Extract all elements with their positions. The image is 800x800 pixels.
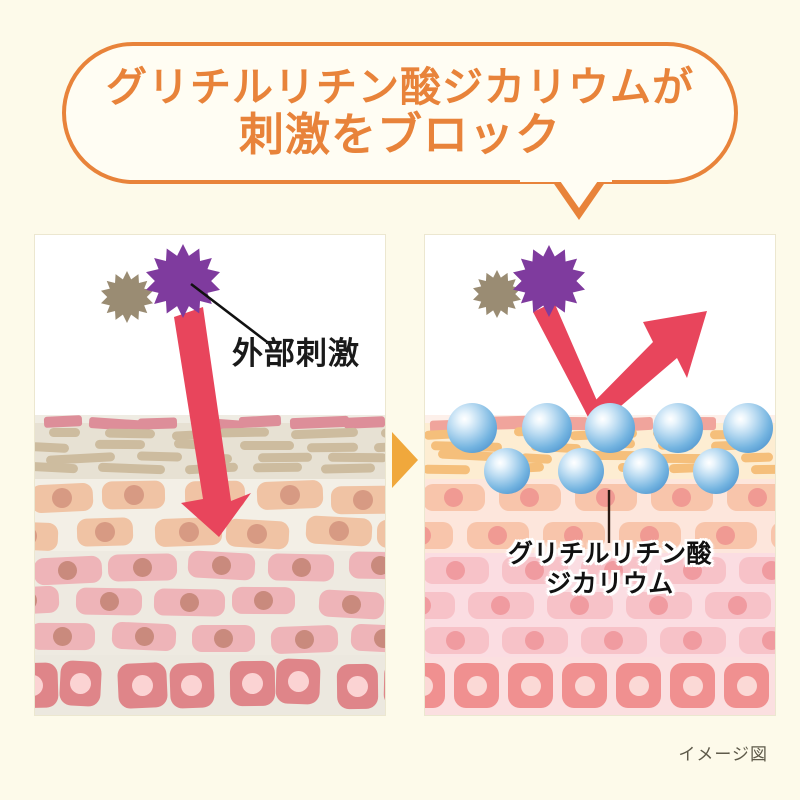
granular-nucleus [95, 522, 116, 543]
granular-nucleus [123, 485, 144, 506]
spinous-nucleus [295, 629, 315, 649]
basal-nucleus [520, 675, 541, 696]
spinous-nucleus [133, 558, 153, 578]
basal-nucleus [287, 670, 309, 692]
granular-nucleus [353, 489, 374, 510]
basal-nucleus [628, 675, 649, 696]
basal-nucleus [736, 675, 757, 696]
basal-nucleus [347, 675, 369, 697]
granular-nucleus [488, 526, 508, 545]
glycyrrhizin-sphere [623, 448, 669, 494]
deflected-stimulus-arrow [533, 302, 707, 429]
granular-nucleus [672, 488, 692, 507]
spinous-nucleus [214, 628, 234, 648]
glycyrrhizin-sphere [585, 403, 635, 453]
spinous-nucleus [683, 561, 703, 580]
granular-nucleus [520, 488, 540, 507]
spinous-nucleus [728, 596, 748, 615]
stimulus-penetration-arrow [174, 307, 251, 537]
granular-nucleus [425, 526, 432, 545]
basal-nucleus [242, 673, 264, 695]
basal-nucleus [682, 675, 703, 696]
after-panel [424, 234, 776, 716]
glycyrrhizin-sphere [558, 448, 604, 494]
spinous-nucleus [373, 628, 385, 648]
glycyrrhizin-label-line-2: ジカリウム [546, 569, 674, 598]
granular-cell [770, 522, 775, 549]
granular-nucleus [35, 525, 38, 546]
spinous-nucleus [604, 631, 624, 650]
glycyrrhizin-label: グリチルリチン酸 ジカリウム [508, 540, 712, 599]
headline-speech-bubble [62, 42, 738, 184]
image-disclaimer-note: イメージ図 [678, 745, 768, 764]
process-arrow-icon [392, 432, 418, 488]
spinous-nucleus [179, 592, 199, 612]
granular-nucleus [596, 488, 616, 507]
basal-nucleus [466, 675, 487, 696]
spinous-nucleus [525, 561, 545, 580]
glycyrrhizin-sphere [653, 403, 703, 453]
spinous-nucleus [525, 631, 545, 650]
spinous-nucleus [291, 558, 311, 578]
granular-nucleus [247, 524, 268, 545]
basal-cell [425, 663, 446, 708]
spinous-nucleus [683, 631, 703, 650]
spinous-nucleus [134, 627, 154, 647]
before-panel [34, 234, 386, 716]
spinous-nucleus [99, 592, 119, 612]
spinous-nucleus [370, 555, 385, 575]
granular-nucleus [179, 522, 200, 543]
basal-nucleus [574, 675, 595, 696]
basal-nucleus [132, 675, 154, 697]
glycyrrhizin-sphere [693, 448, 739, 494]
spinous-nucleus [762, 561, 775, 580]
glycyrrhizin-label-line-1: グリチルリチン酸 [508, 540, 713, 568]
glycyrrhizin-sphere [522, 403, 572, 453]
spinous-nucleus [58, 560, 78, 580]
granular-nucleus [280, 484, 301, 505]
granular-nucleus [748, 488, 768, 507]
spinous-nucleus [446, 631, 466, 650]
speech-bubble-tail-inner [558, 178, 600, 208]
spinous-nucleus [35, 590, 37, 610]
granular-nucleus [640, 526, 660, 545]
granular-nucleus [564, 526, 584, 545]
granular-nucleus [716, 526, 736, 545]
basal-nucleus [425, 675, 433, 696]
spinous-nucleus [446, 561, 466, 580]
basal-nucleus [35, 674, 44, 696]
glycyrrhizin-sphere [484, 448, 530, 494]
spinous-nucleus [491, 596, 511, 615]
glycyrrhizin-sphere [723, 403, 773, 453]
spinous-nucleus [253, 590, 273, 610]
external-stimulus-label: 外部刺激 [232, 336, 360, 371]
spinous-nucleus [341, 594, 361, 614]
basal-nucleus [180, 675, 202, 697]
spinous-nucleus [604, 561, 624, 580]
spinous-nucleus [425, 596, 432, 615]
spinous-nucleus [570, 596, 590, 615]
glycyrrhizin-sphere [447, 403, 497, 453]
spinous-nucleus [53, 626, 73, 646]
granular-nucleus [444, 488, 464, 507]
external-stimulus-leader-line [190, 282, 272, 347]
basal-nucleus [70, 673, 92, 695]
spinous-nucleus [762, 631, 775, 650]
granular-nucleus [52, 488, 73, 509]
spinous-nucleus [649, 596, 669, 615]
granular-nucleus [329, 521, 350, 542]
glycyrrhizin-leader-line [607, 490, 611, 543]
spinous-nucleus [211, 555, 231, 575]
